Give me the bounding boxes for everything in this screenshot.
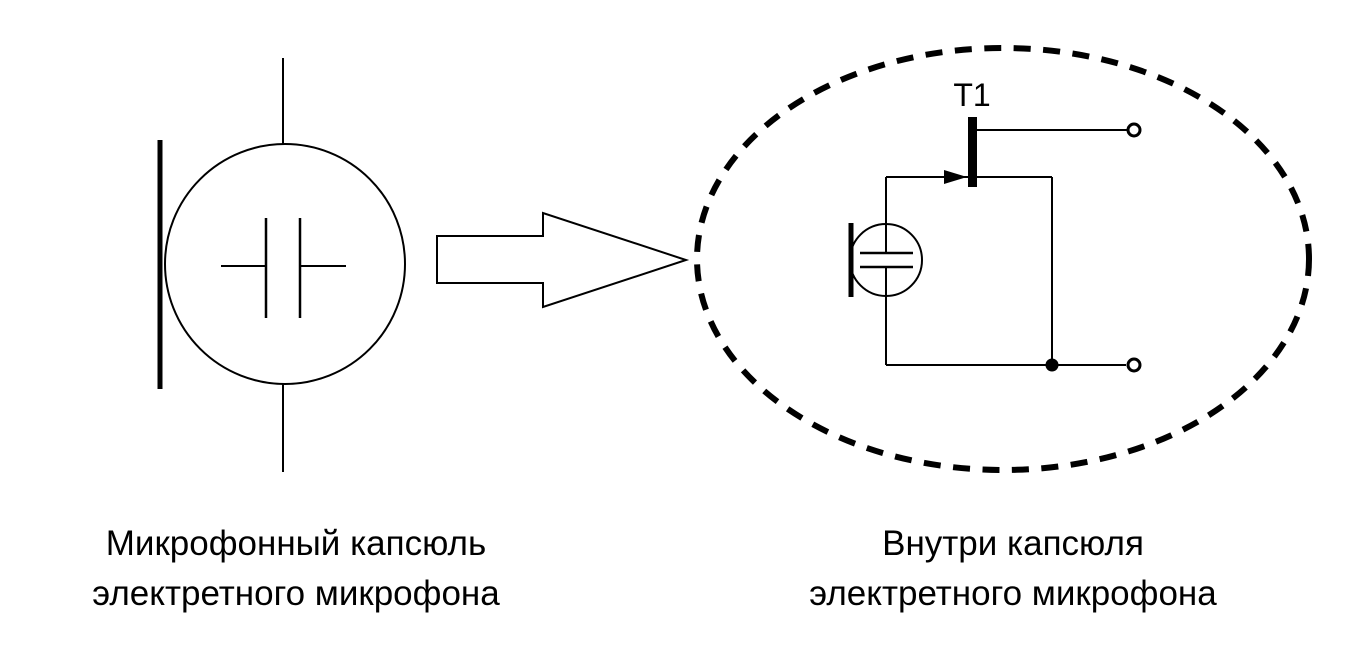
- capsule-symbol: [157, 58, 406, 472]
- junction-dot: [1045, 358, 1059, 372]
- internal-circuit: [848, 117, 1142, 373]
- terminal-bottom: [1126, 357, 1142, 373]
- caption-left-line1: Микрофонный капсюль: [105, 524, 487, 563]
- capsule-circle: [164, 143, 406, 385]
- transistor-label: T1: [953, 77, 990, 113]
- inner-capsule-circle: [849, 223, 923, 297]
- caption-right-line1: Внутри капсюля: [882, 524, 1144, 563]
- caption-left: Микрофонный капсюль электретного микрофо…: [14, 519, 578, 619]
- arrow-right-icon: [436, 211, 690, 309]
- caption-right: Внутри капсюля электретного микрофона: [731, 519, 1295, 619]
- dashed-ellipse: [694, 45, 1312, 473]
- terminal-top: [1126, 122, 1142, 138]
- fet-gate-bar: [968, 117, 977, 187]
- fet-arrowhead-icon: [944, 170, 967, 184]
- caption-left-line2: электретного микрофона: [92, 574, 500, 613]
- caption-right-line2: электретного микрофона: [809, 574, 1217, 613]
